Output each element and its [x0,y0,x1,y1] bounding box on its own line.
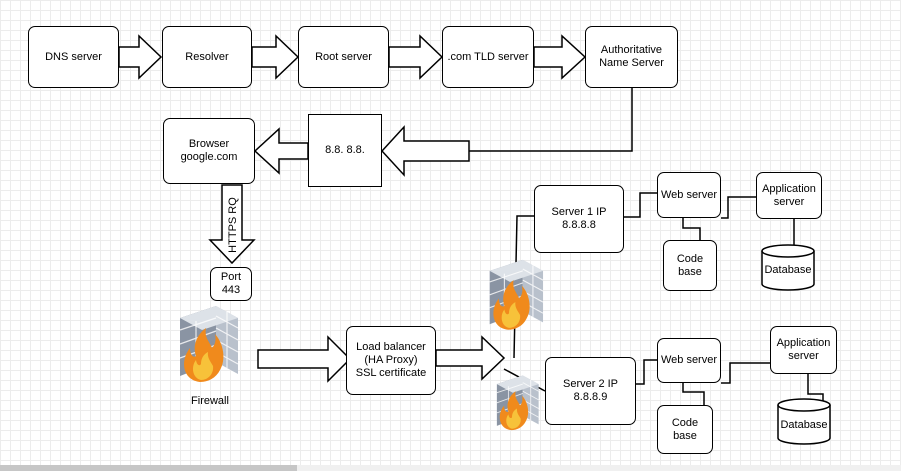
connector-server2-web [636,359,657,385]
https-request-label: HTTPS RQ [227,197,239,253]
arrow-ip-to-browser [253,127,309,175]
arrow-authoritative-to-ip [380,125,470,177]
connector-server1-web [624,192,657,218]
firewall-icon [179,305,239,383]
horizontal-scrollbar[interactable] [0,465,901,471]
authoritative-server-node[interactable]: Authoritative Name Server [585,26,678,88]
connector-app2-db [807,374,824,401]
ip-response-node[interactable]: 8.8. 8.8. [308,114,382,187]
arrow-dns-to-resolver [118,34,163,80]
scrollbar-thumb[interactable] [0,465,297,471]
connector-web2-code [682,380,705,405]
web-server-1-node[interactable]: Web server [657,172,721,218]
dns-server-node[interactable]: DNS server [28,26,119,88]
database-cylinder-1 [761,244,815,291]
connector-web2-app [721,362,770,384]
server2-node[interactable]: Server 2 IP 8.8.8.9 [545,357,636,425]
database-2-label: Database [780,419,828,431]
arrow-lb-to-servers [435,335,506,381]
resolver-node[interactable]: Resolver [162,26,252,88]
arrow-root-to-tld [388,34,444,80]
root-server-node[interactable]: Root server [298,26,389,88]
database-cylinder-2 [777,398,831,445]
code-base-2-node[interactable]: Code base [657,405,713,454]
firewall-icon [489,259,544,331]
firewall-icon [496,375,540,431]
connector-web1-app [721,196,756,219]
port-node[interactable]: Port 443 [210,267,252,301]
app-server-2-node[interactable]: Application server [770,326,837,374]
server1-node[interactable]: Server 1 IP 8.8.8.8 [534,185,624,253]
arrow-resolver-to-root [251,34,300,80]
web-server-2-node[interactable]: Web server [657,338,721,383]
arrow-tld-to-authoritative [533,34,587,80]
tld-server-node[interactable]: .com TLD server [442,26,534,88]
load-balancer-node[interactable]: Load balancer (HA Proxy) SSL certificate [346,326,436,395]
database-1-label: Database [764,264,812,276]
app-server-1-node[interactable]: Application server [756,172,822,219]
arrow-browser-to-port [208,184,256,265]
arrow-firewall-to-lb [257,335,352,383]
browser-node[interactable]: Browser google.com [163,118,255,184]
code-base-1-node[interactable]: Code base [663,240,717,291]
firewall-label: Firewall [191,395,229,407]
connector-authoritative-response [469,88,633,152]
connector-web1-code [682,211,701,240]
